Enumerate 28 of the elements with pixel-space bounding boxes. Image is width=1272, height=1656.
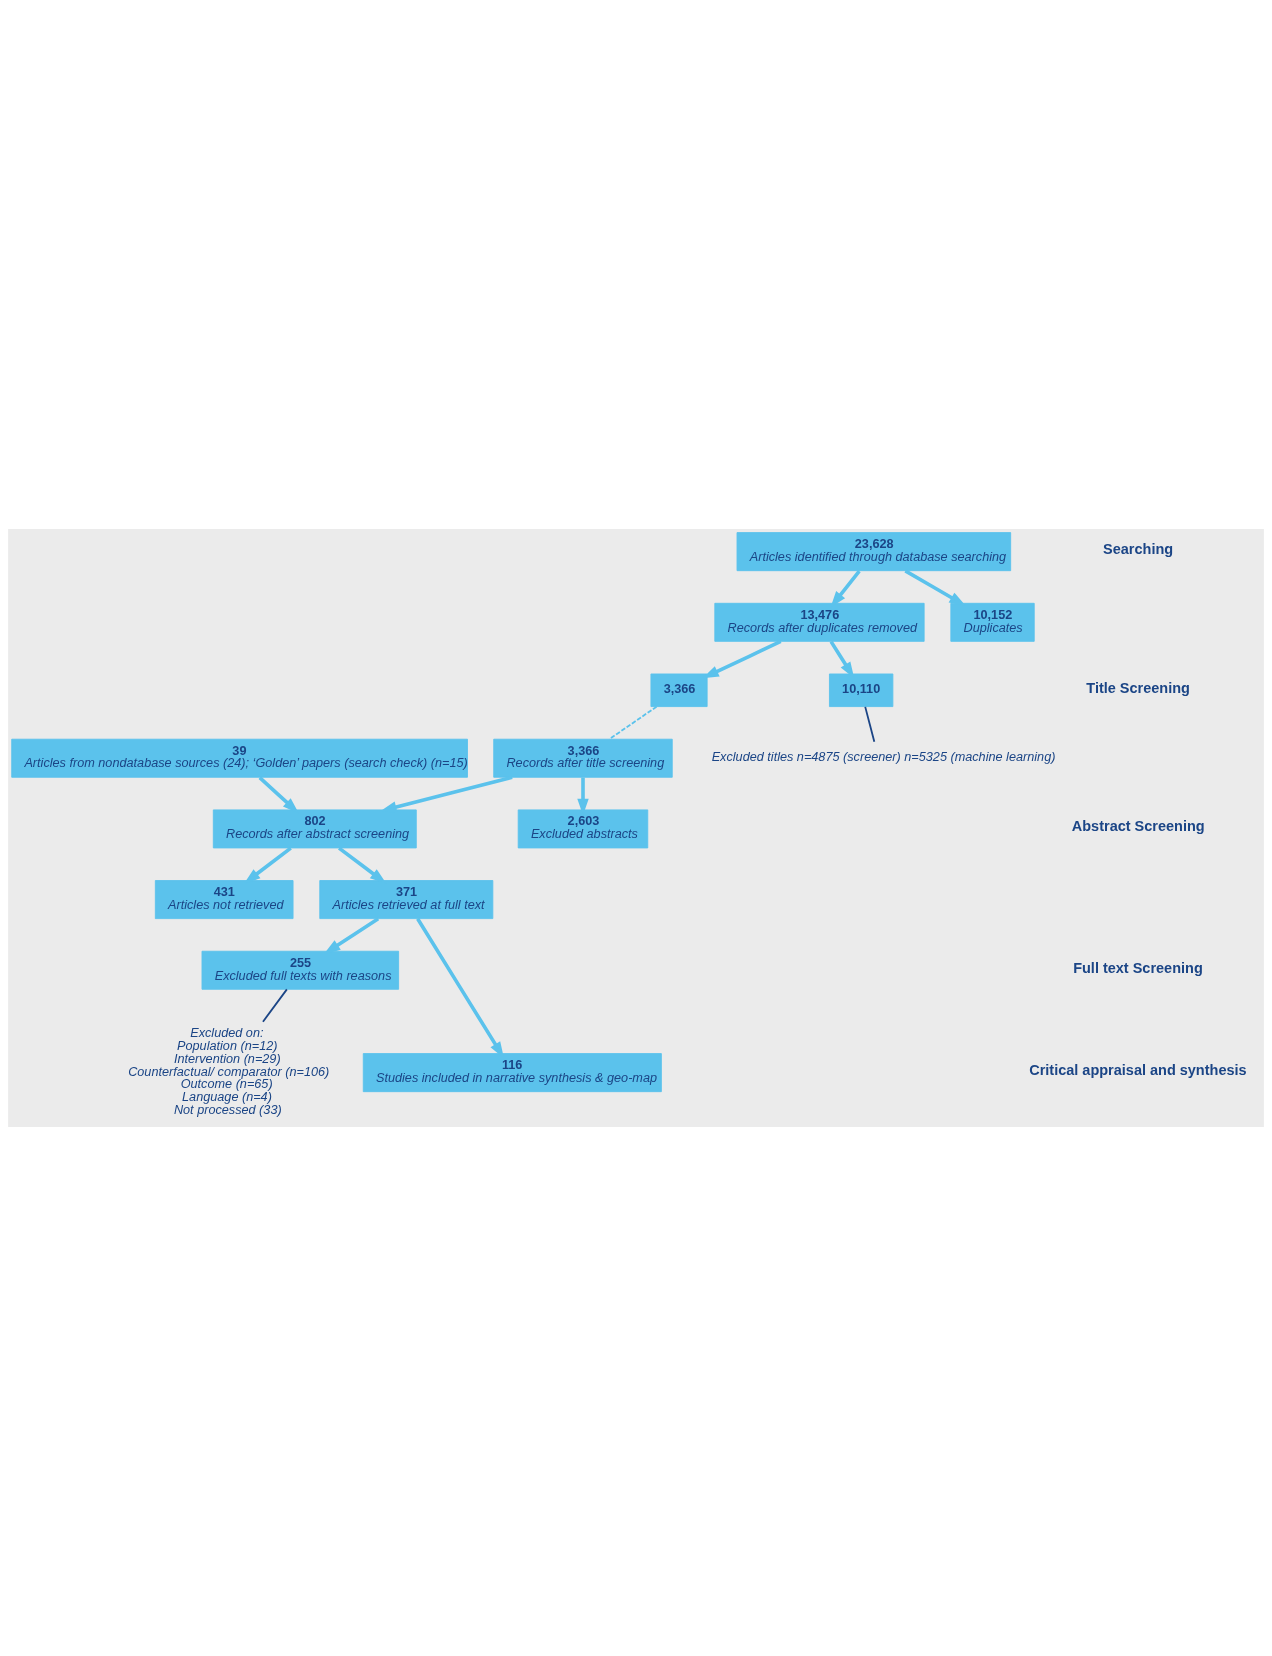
node-box: 255 Excluded full texts with reasons: [201, 950, 400, 990]
arrow: [323, 917, 380, 954]
node-box: 23,628 Articles identified through database searching: [736, 532, 1012, 572]
connector: [262, 988, 288, 1023]
connector: [608, 705, 658, 740]
node-box: 10,110: [829, 673, 894, 708]
label: Searching: [1103, 541, 1174, 558]
arrow: [338, 846, 387, 884]
node-box: 10,152 Duplicates: [950, 602, 1035, 642]
node-box: 3,366 Records after title screening: [493, 738, 673, 778]
node-box: 371 Articles retrieved at full text: [319, 880, 494, 920]
node-box: 116 Studies included in narrative synthesis & geo-map: [362, 1053, 662, 1093]
label: Title Screening: [1086, 679, 1190, 696]
node-box: 2,603 Excluded abstracts: [517, 809, 649, 849]
arrow: [904, 569, 966, 606]
node-text: Excluded on: Population (n=12) Intervention (n=29) Counterfactual/ comparator (n=106) Outcome (n=65) Language (n=4) Not processed (33): [128, 1026, 330, 1117]
node-box: 39 Articles from nondatabase sources (24); ‘Golden’ papers (search check) (n=15): [11, 738, 468, 778]
arrow: [244, 846, 292, 884]
node-box: 13,476 Records after duplicates removed: [714, 602, 925, 642]
label: Full text Screening: [1073, 959, 1203, 976]
arrow: [380, 775, 513, 813]
label: Abstract Screening: [1071, 818, 1205, 835]
label: Critical appraisal and synthesis: [1029, 1062, 1247, 1079]
node-box: 3,366: [650, 673, 708, 708]
node-box: 802 Records after abstract screening: [212, 809, 417, 849]
node-box: 431 Articles not retrieved: [154, 880, 294, 920]
connector: [864, 705, 876, 743]
node-text: Excluded titles n=4875 (screener) n=5325 (machine learning): [711, 749, 1056, 764]
